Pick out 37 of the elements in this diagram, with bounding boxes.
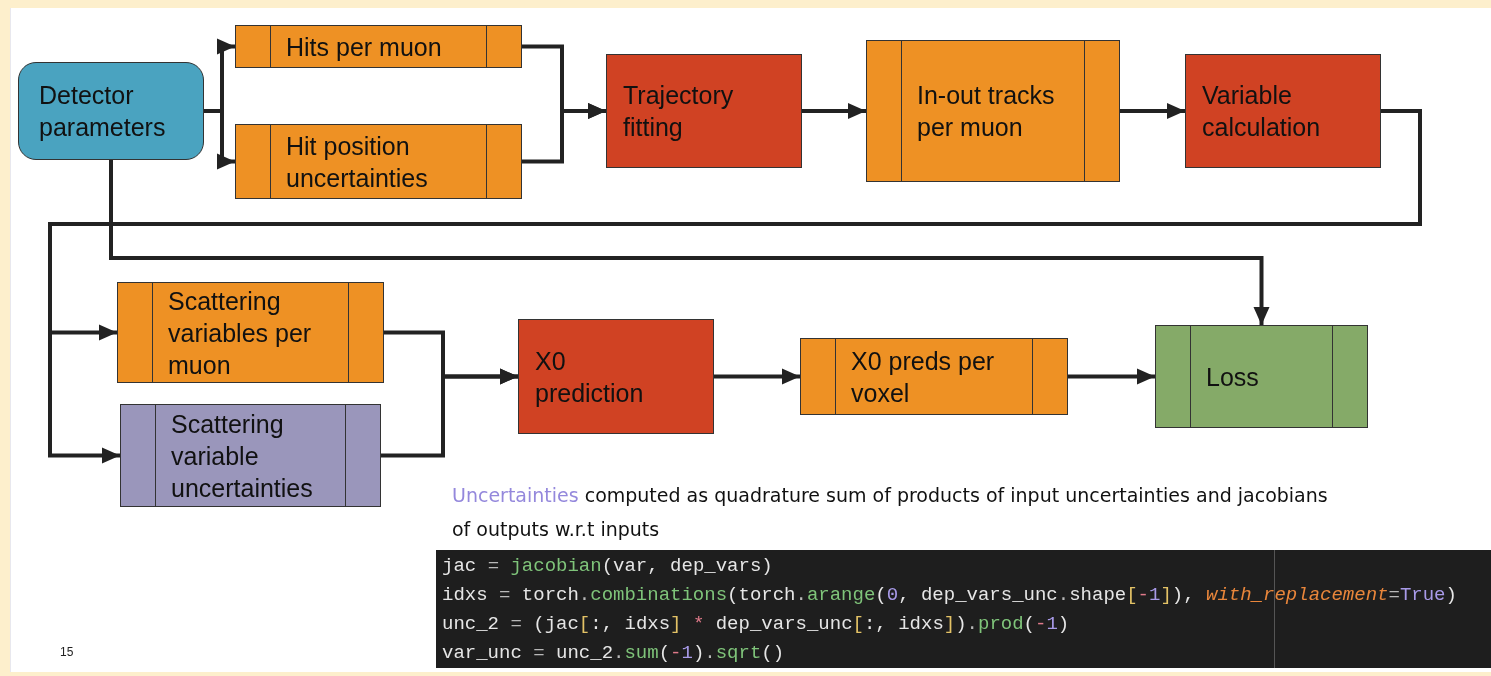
arrow <box>1068 368 1155 385</box>
code-line: jac = jacobian(var, dep_vars) <box>442 554 773 579</box>
process-box <box>120 404 381 507</box>
note-text: Uncertainties computed as quadrature sum of products of input uncertainties and jacobians of outputs w.r.t inputs <box>452 483 1329 542</box>
box-label: Trajectory fitting <box>623 80 735 143</box>
box-label: Variable calculation <box>1202 80 1322 143</box>
process-box <box>800 338 1068 415</box>
process-box <box>235 25 522 68</box>
arrow <box>48 109 1422 464</box>
process-box <box>117 282 384 383</box>
arrow <box>109 160 1270 325</box>
box-label: Scattering variables per muon <box>168 285 313 381</box>
box-label: Detector parameters <box>39 80 167 143</box>
process-box <box>866 40 1120 182</box>
process-box <box>1185 54 1381 168</box>
arrow <box>204 109 235 170</box>
arrow <box>802 103 866 119</box>
code-line: idxs = torch.combinations(torch.arange(0, dep_vars_unc.shape[-1]), with_replacement=True) <box>442 583 1457 608</box>
process-box <box>606 54 802 168</box>
box-label: X0 prediction <box>535 345 645 409</box>
box-label: X0 preds per voxel <box>851 345 996 409</box>
box-label: In-out tracks per muon <box>917 80 1056 143</box>
arrow <box>522 103 606 164</box>
process-box <box>1155 325 1368 428</box>
code-line: unc_2 = (jac[:, idxs] * dep_vars_unc[:, idxs]).prod(-1) <box>442 612 1070 637</box>
rounded-box <box>18 62 204 160</box>
box-label: Hits per muon <box>286 31 443 63</box>
arrow <box>1120 103 1185 119</box>
process-box <box>518 319 714 434</box>
arrow <box>381 368 518 458</box>
arrow <box>714 368 800 385</box>
box-label: Loss <box>1206 361 1260 393</box>
code-line: var_unc = unc_2.sum(-1).sqrt() <box>442 641 785 666</box>
page-number: 15 <box>60 645 74 659</box>
box-label: Scattering variable uncertainties <box>171 408 314 504</box>
box-label: Hit position uncertainties <box>286 130 429 194</box>
process-box <box>235 124 522 199</box>
